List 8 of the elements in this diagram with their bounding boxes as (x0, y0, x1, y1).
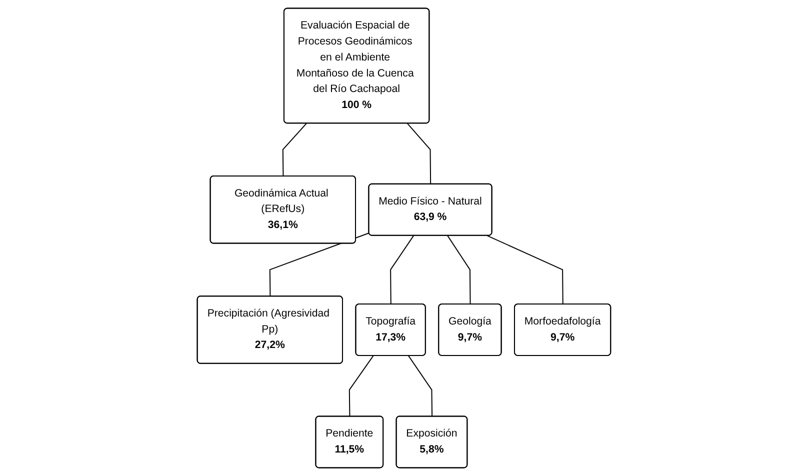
connector (348, 354, 374, 417)
connector (282, 122, 306, 176)
connector (486, 234, 563, 304)
connector (406, 122, 431, 184)
connector (390, 234, 414, 304)
connector (446, 234, 470, 304)
connector (408, 354, 432, 417)
connector (268, 232, 370, 296)
